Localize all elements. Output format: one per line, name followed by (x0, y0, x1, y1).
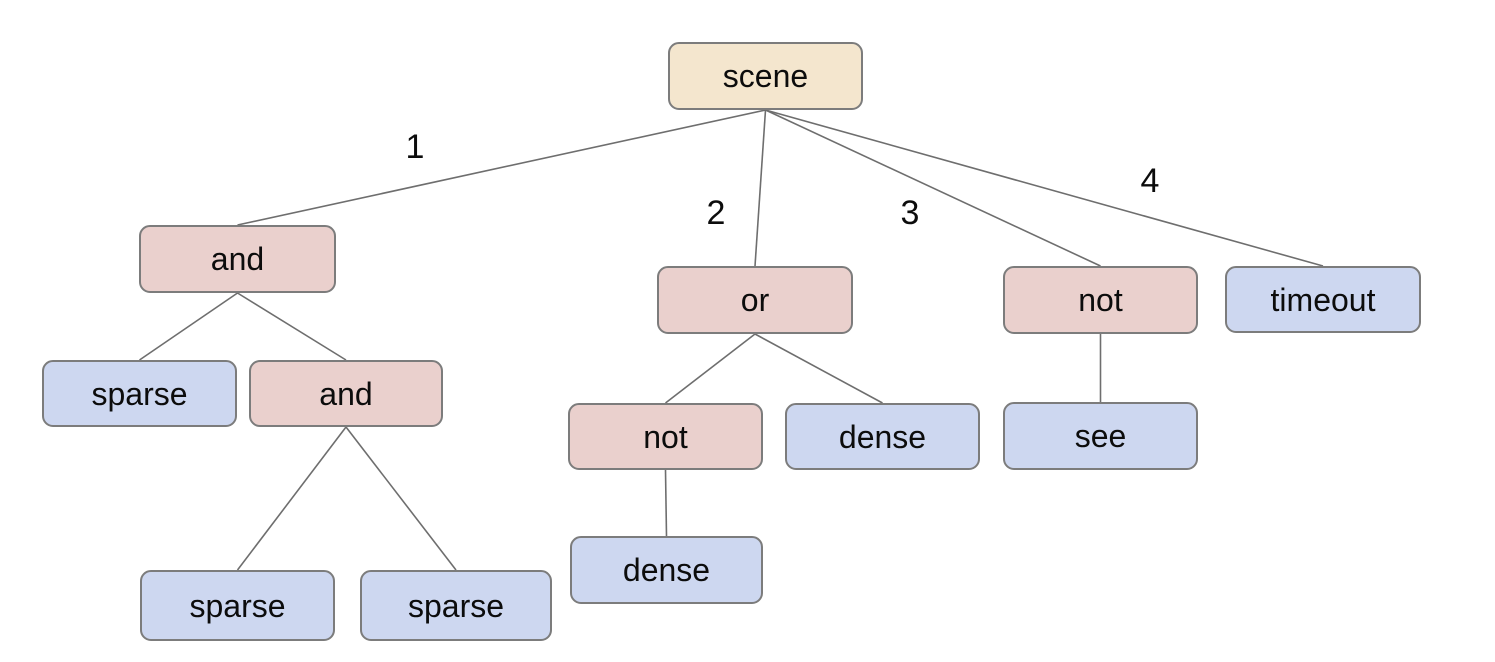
edge-label-2: 2 (706, 194, 726, 232)
edge-label-4: 4 (1140, 162, 1160, 200)
node-or-1: or (657, 266, 853, 334)
edge-label-3: 3 (900, 194, 920, 232)
edge-or-1-to-dense-mid (754, 333, 883, 404)
node-see: see (1003, 402, 1198, 470)
edge-and-1-to-sparse-left (139, 292, 238, 361)
node-sparse-bot-2: sparse (360, 570, 552, 641)
edge-and-1-to-and-2 (237, 292, 347, 361)
node-and-2: and (249, 360, 443, 427)
edge-or-1-to-not-mid (665, 333, 756, 404)
node-not-right: not (1003, 266, 1198, 334)
node-and-1: and (139, 225, 336, 293)
edge-and-2-to-sparse-bot-2 (345, 426, 457, 571)
edge-label-1: 1 (405, 128, 425, 166)
edge-scene-to-not-right (765, 109, 1101, 267)
edge-scene-to-and-1 (237, 109, 766, 226)
edge-scene-to-timeout (765, 109, 1324, 267)
node-not-mid: not (568, 403, 763, 470)
node-sparse-left: sparse (42, 360, 237, 427)
node-dense-bottom: dense (570, 536, 763, 604)
edge-scene-to-or-1 (754, 109, 767, 267)
node-dense-mid: dense (785, 403, 980, 470)
node-scene: scene (668, 42, 863, 110)
node-sparse-bot-1: sparse (140, 570, 335, 641)
edge-and-2-to-sparse-bot-1 (236, 426, 347, 571)
edge-not-mid-to-dense-bottom (664, 469, 668, 537)
node-timeout: timeout (1225, 266, 1421, 333)
